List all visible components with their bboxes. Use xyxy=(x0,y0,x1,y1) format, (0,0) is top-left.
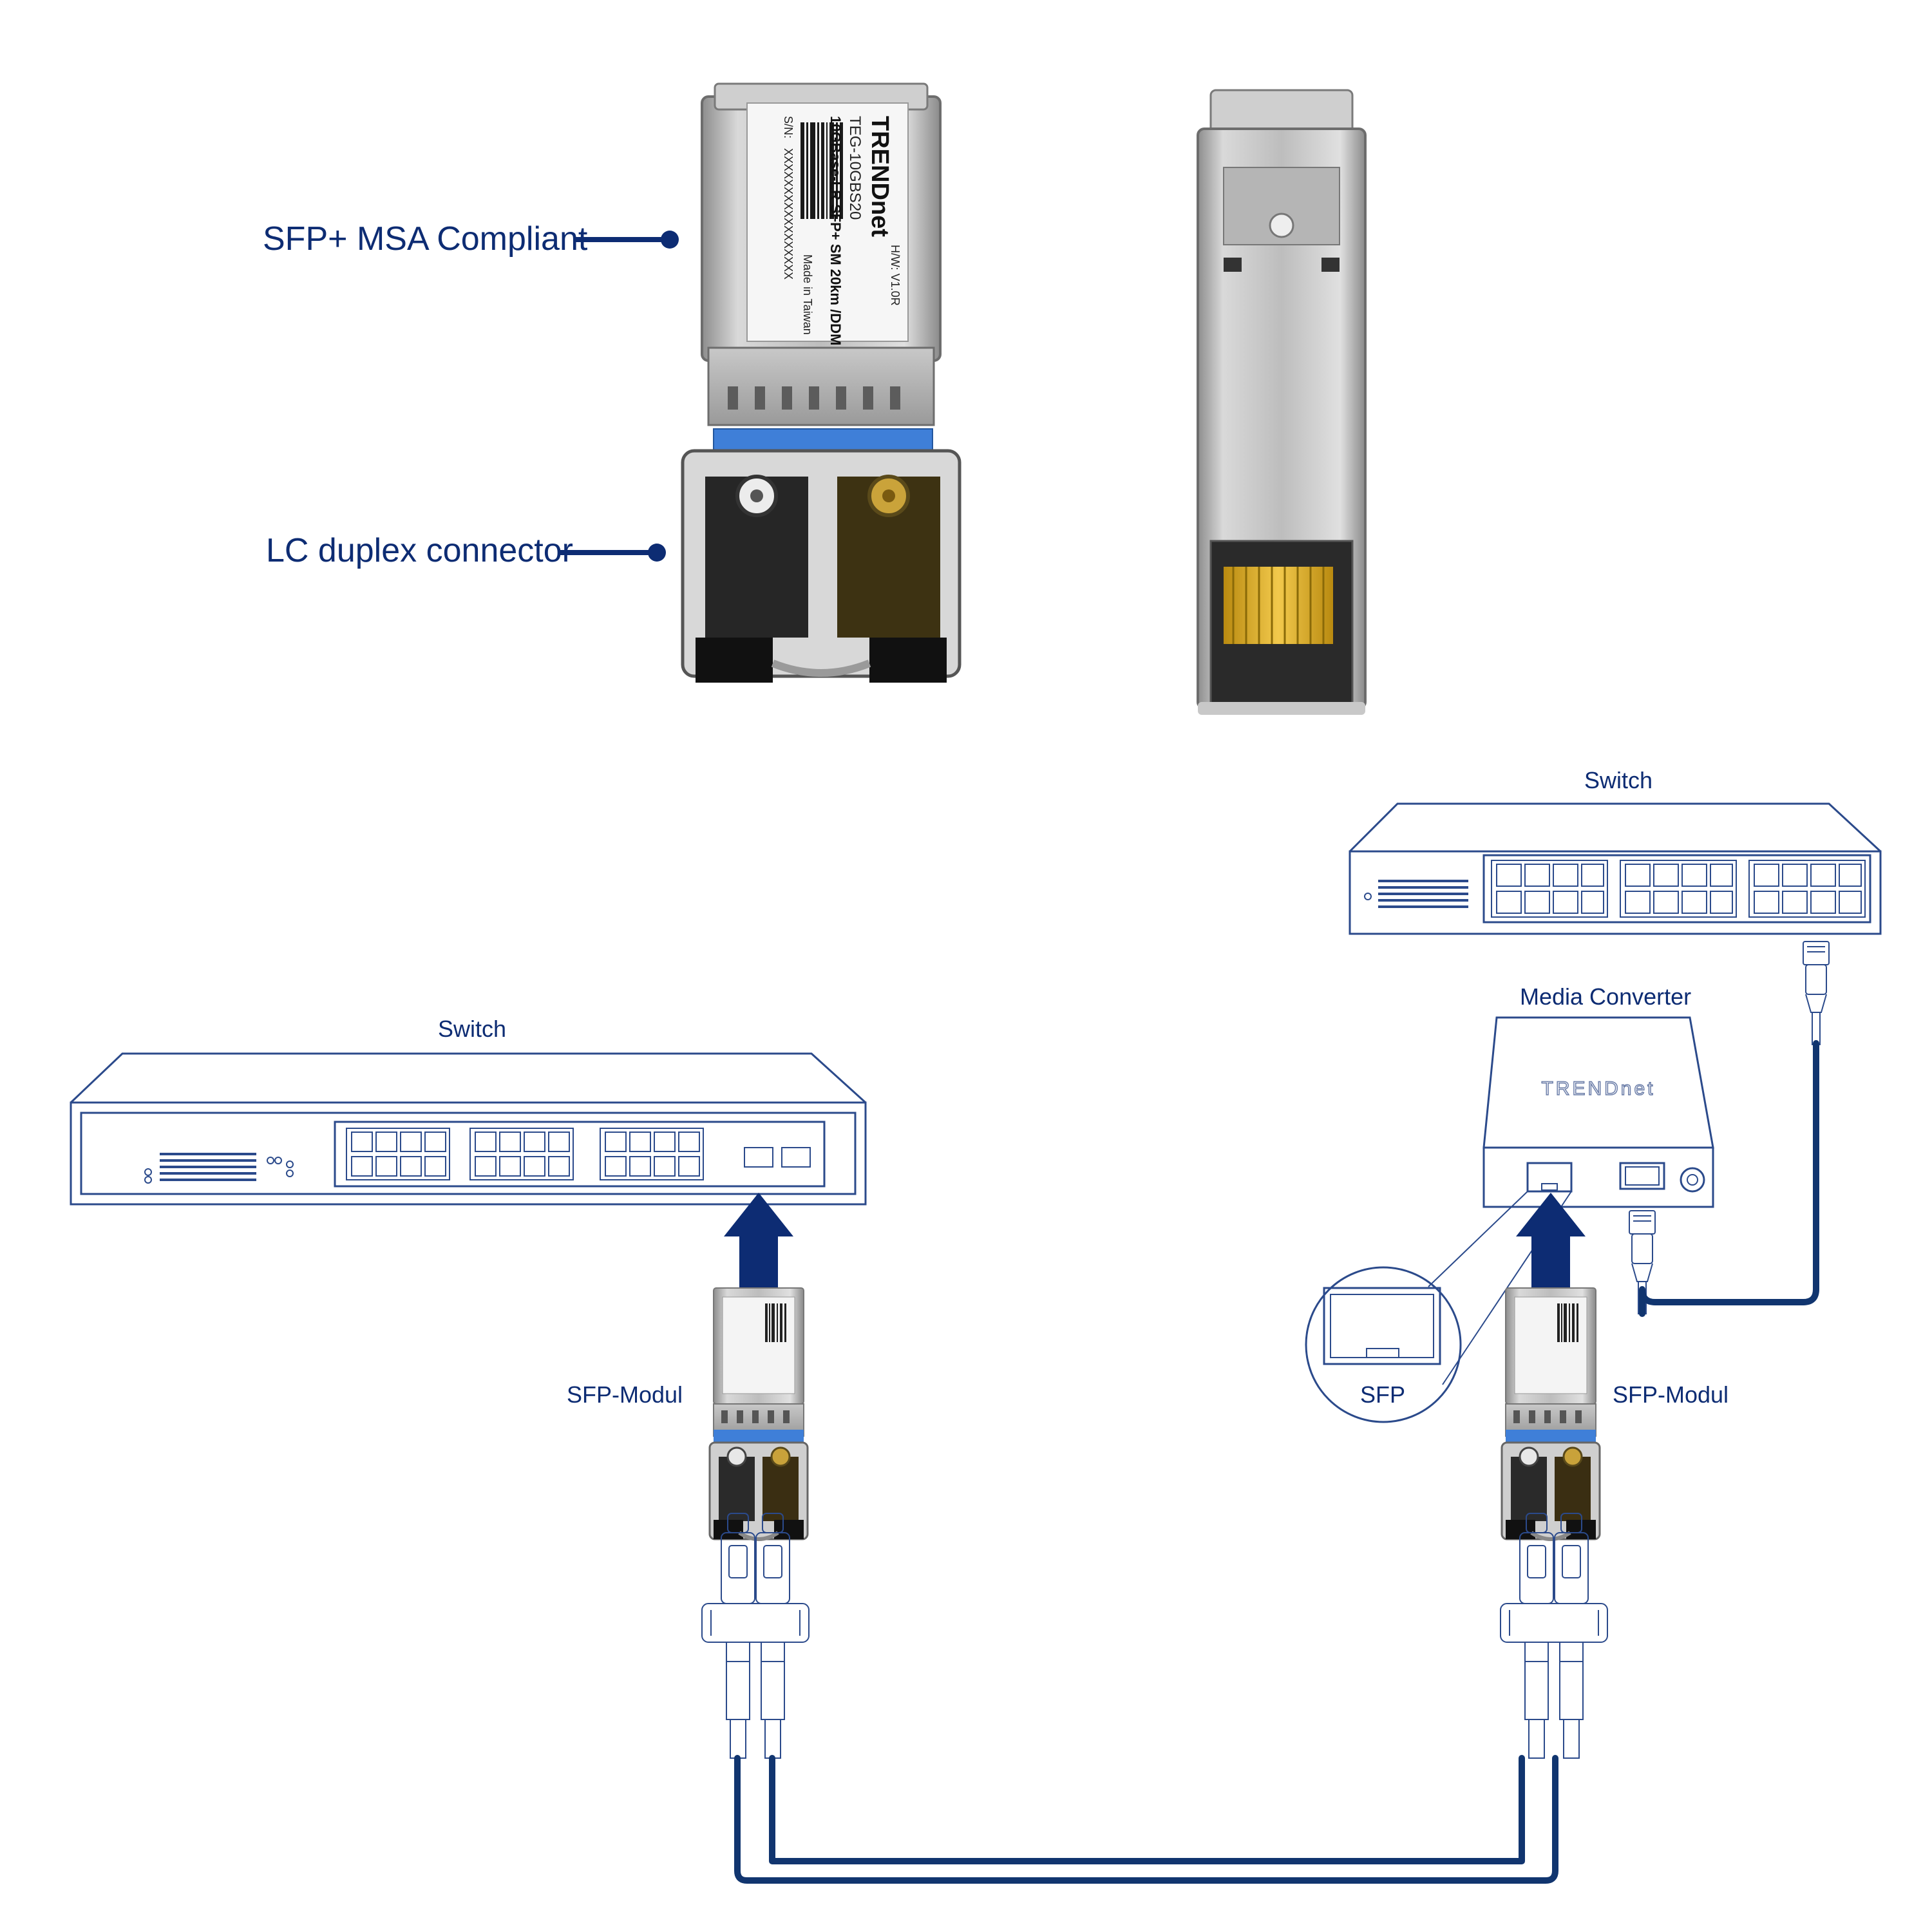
insert-arrow-right xyxy=(1516,1193,1586,1288)
port-group-1 xyxy=(346,1128,450,1180)
label-model: TEG-10GBS20 xyxy=(846,116,864,220)
copper-cable xyxy=(1639,1040,1819,1317)
rj45-plug-switch xyxy=(1803,941,1830,1045)
sfp-left-label: SFP-Modul xyxy=(567,1381,683,1408)
sfp-module-left xyxy=(710,1288,808,1539)
label-origin: Made in Taiwan xyxy=(801,254,814,335)
media-converter-label: Media Converter xyxy=(1520,983,1691,1010)
media-converter: Media Converter TRENDnet xyxy=(1482,983,1714,1208)
label-brand: TRENDnet xyxy=(866,116,893,237)
right-vent-grid xyxy=(1378,880,1468,908)
label-spec: 10GBase-LR SFP+ SM 20km /DDM xyxy=(828,116,844,345)
callout-msa-text: SFP+ MSA Compliant xyxy=(263,220,588,258)
port-group-2 xyxy=(469,1128,574,1180)
lc-connector-left xyxy=(701,1513,810,1759)
sfp-right-label: SFP-Modul xyxy=(1613,1381,1728,1408)
right-switch: Switch xyxy=(1349,767,1882,935)
right-switch-label: Switch xyxy=(1584,767,1653,793)
label-sn-value: XXXXXXXXXXXXXXXXX xyxy=(782,148,795,279)
fiber-cable xyxy=(734,1755,1558,1884)
product-label: TRENDnet TEG-10GBS20 10GBase-LR SFP+ SM … xyxy=(746,102,909,345)
gold-contacts xyxy=(1224,567,1333,644)
callout-lc: LC duplex connector xyxy=(266,532,666,569)
vent-grid xyxy=(160,1153,256,1181)
lc-connector-right xyxy=(1500,1513,1608,1759)
left-switch-label: Switch xyxy=(438,1016,506,1042)
label-sn: S/N: xyxy=(782,116,795,138)
sfp-module-front: TRENDnet TEG-10GBS20 10GBase-LR SFP+ SM … xyxy=(681,82,961,683)
insert-arrow-left xyxy=(724,1193,793,1288)
sfp-module-rear xyxy=(1197,89,1367,715)
label-hw: H/W: V1.0R xyxy=(889,245,902,306)
sfp-module-right xyxy=(1502,1288,1600,1539)
sfp-zoom-label: SFP xyxy=(1360,1381,1405,1408)
sfp-slots xyxy=(744,1147,811,1168)
converter-brand: TRENDnet xyxy=(1541,1078,1655,1099)
callout-lc-text: LC duplex connector xyxy=(266,532,573,569)
callout-msa: SFP+ MSA Compliant xyxy=(263,220,679,258)
port-group-3 xyxy=(600,1128,704,1180)
barcode xyxy=(800,122,843,219)
left-switch: Switch xyxy=(70,1016,867,1206)
